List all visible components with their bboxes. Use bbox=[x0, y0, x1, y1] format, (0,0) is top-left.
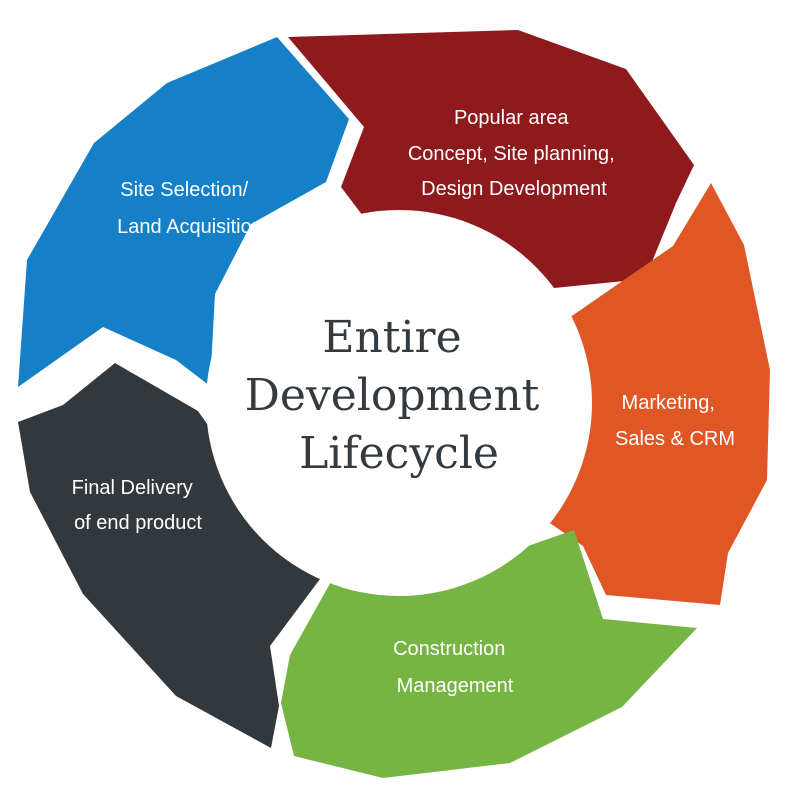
label-popular-area-line-2: Concept, Site planning, bbox=[408, 143, 615, 165]
label-final-delivery: Final Delivery of end product bbox=[72, 477, 203, 534]
label-site-selection-line-1: Site Selection/ bbox=[120, 179, 248, 201]
label-marketing-line-1: Marketing, bbox=[622, 392, 715, 414]
label-construction-line-2: Management bbox=[397, 675, 514, 697]
center-title-line-3: Lifecycle bbox=[299, 428, 499, 479]
center-title-line-1: Entire bbox=[322, 312, 461, 363]
label-popular-area-line-1: Popular area bbox=[454, 107, 569, 129]
center-circle bbox=[206, 210, 592, 596]
label-site-selection: Site Selection/ Land Acquisition bbox=[117, 179, 263, 238]
segment-marketing bbox=[544, 183, 770, 605]
segment-site-selection bbox=[18, 37, 349, 387]
label-popular-area-line-3: Design Development bbox=[421, 178, 607, 200]
segment-final-delivery bbox=[18, 363, 323, 748]
label-marketing: Marketing, Sales & CRM bbox=[615, 392, 735, 450]
label-popular-area: Popular area Concept, Site planning, Des… bbox=[408, 107, 620, 200]
center-title-line-2: Development bbox=[245, 370, 540, 421]
label-construction-line-1: Construction bbox=[393, 638, 505, 660]
label-construction: Construction Management bbox=[393, 638, 514, 697]
label-site-selection-line-2: Land Acquisition bbox=[117, 216, 263, 238]
label-marketing-line-2: Sales & CRM bbox=[615, 428, 735, 450]
label-final-delivery-line-1: Final Delivery bbox=[72, 477, 193, 499]
center-title: Entire Development Lifecycle bbox=[245, 312, 554, 479]
label-final-delivery-line-2: of end product bbox=[74, 512, 202, 534]
